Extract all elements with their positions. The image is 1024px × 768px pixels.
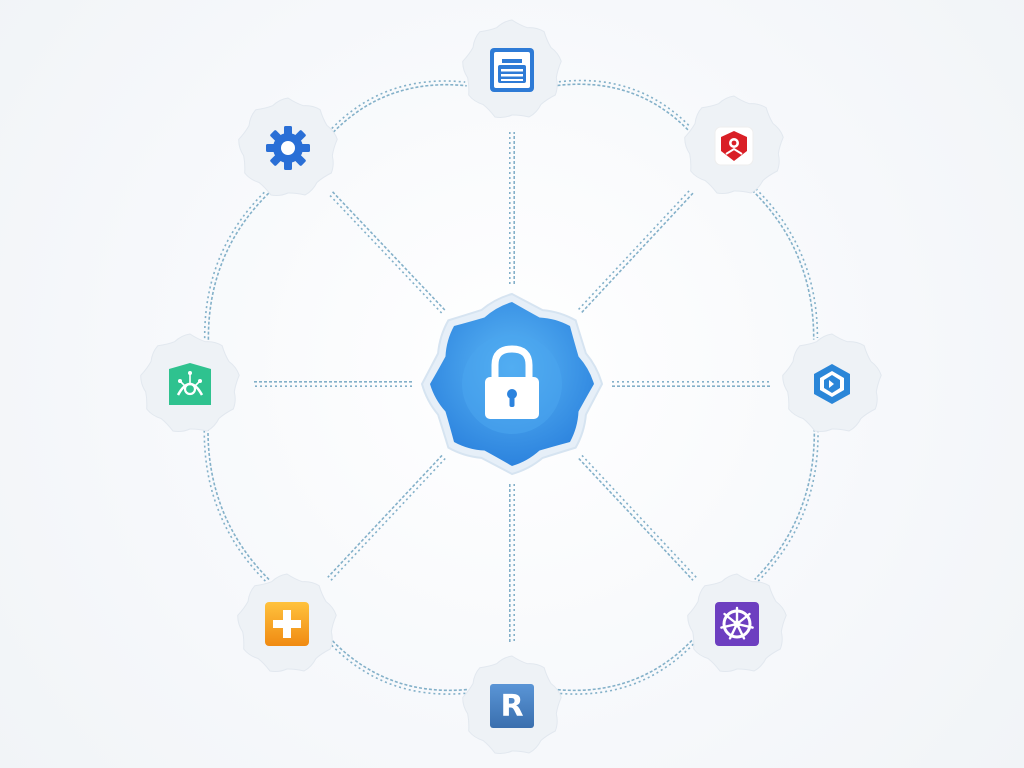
spoke-link [578, 454, 697, 581]
node-plus[interactable] [235, 572, 339, 676]
blue-cube-icon [807, 359, 857, 409]
ring-link [331, 80, 467, 133]
spoke-link [508, 132, 516, 284]
spoke-link [612, 380, 770, 388]
spoke-link [578, 189, 694, 313]
node-helm-wheel[interactable] [685, 572, 789, 676]
hub-spoke-links [252, 132, 770, 644]
node-gear[interactable] [236, 96, 340, 200]
ring-link [751, 188, 819, 340]
node-document-lock[interactable] [460, 18, 564, 122]
spoke-link [508, 484, 516, 644]
ring-link [330, 639, 467, 695]
document-lock-icon [487, 45, 537, 95]
spoke-link [252, 380, 412, 388]
red-shield-icon [709, 121, 759, 171]
node-red-shield[interactable] [682, 94, 786, 198]
helm-wheel-icon [712, 599, 762, 649]
r-letter-text: R [500, 688, 524, 724]
outer-ring-links [203, 79, 819, 695]
node-circuit-face[interactable] [138, 332, 242, 436]
circuit-face-icon [165, 359, 215, 409]
gear-icon [263, 123, 313, 173]
plus-icon [262, 599, 312, 649]
ring-link [754, 428, 819, 582]
spoke-link [327, 454, 446, 581]
ring-link [203, 190, 271, 340]
node-r-logo[interactable]: R [460, 654, 564, 758]
central-lock-hub[interactable] [417, 289, 607, 479]
r-letter-icon: R [487, 681, 537, 731]
ring-link [203, 428, 270, 582]
padlock-icon [485, 345, 539, 419]
node-blue-cube[interactable] [780, 332, 884, 436]
ring-link [557, 639, 694, 695]
ring-link [557, 79, 691, 132]
spoke-link [328, 190, 446, 314]
